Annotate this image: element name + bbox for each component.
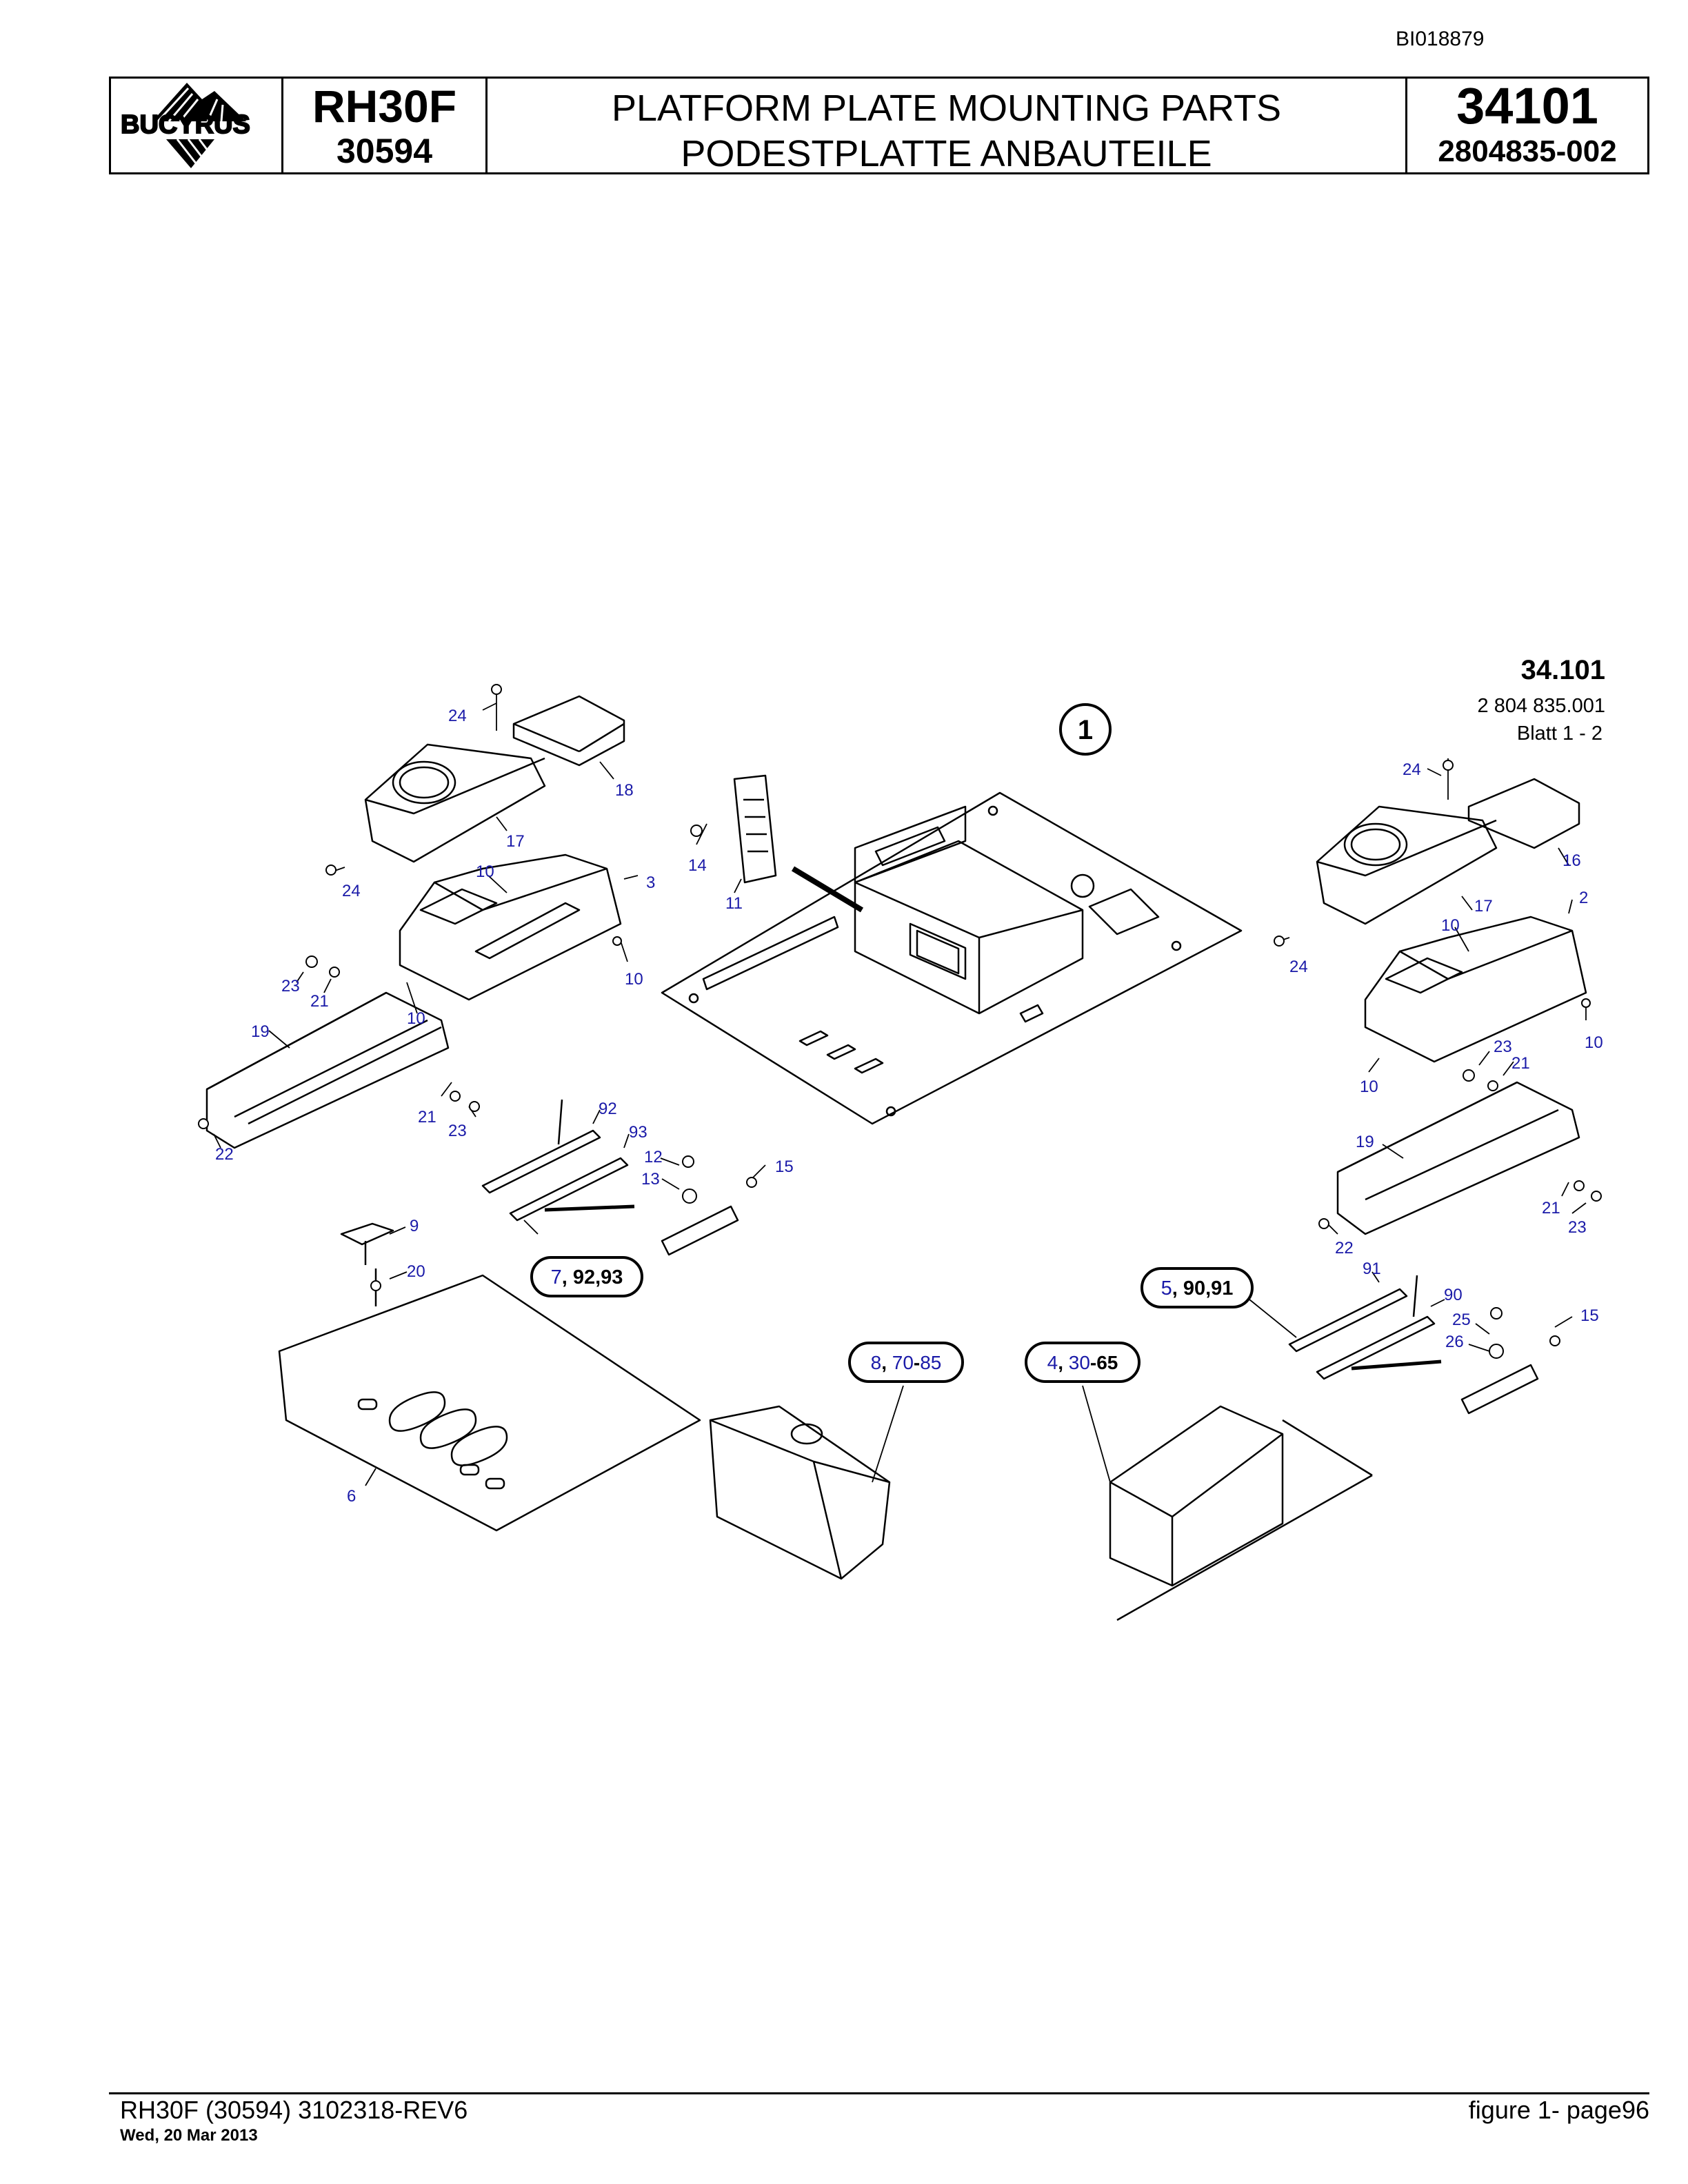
- callout-23: 23: [1568, 1218, 1587, 1237]
- main-item-number: 1: [1078, 715, 1093, 745]
- svg-text:8, 70-85: 8, 70-85: [871, 1352, 942, 1373]
- callout-20: 20: [407, 1262, 425, 1281]
- part-number: 2804835-002: [1438, 134, 1617, 168]
- callout-23: 23: [448, 1122, 467, 1140]
- callout-21: 21: [1542, 1199, 1560, 1217]
- frame-box: [854, 840, 1084, 1015]
- callout-21: 21: [310, 992, 329, 1011]
- callout-18: 18: [615, 781, 634, 800]
- sheet-label: Blatt 1 - 2: [1517, 722, 1602, 745]
- callout-10: 10: [1585, 1033, 1603, 1052]
- platform-plate: [661, 791, 1243, 1125]
- logo-cell: BUCYRUS: [111, 79, 283, 172]
- callout-12: 12: [644, 1148, 663, 1166]
- cover-right: [1316, 805, 1498, 925]
- callout-23: 23: [281, 977, 300, 995]
- sheet-number: 34.101: [1521, 655, 1605, 685]
- svg-text:5, 90,91: 5, 90,91: [1161, 1277, 1234, 1300]
- callout-9: 9: [410, 1217, 419, 1235]
- document-id: BI018879: [1396, 28, 1485, 50]
- callout-15: 15: [775, 1157, 794, 1176]
- footer-doc-reference: RH30F (30594) 3102318-REV6: [120, 2096, 468, 2124]
- callout-93: 93: [629, 1123, 647, 1142]
- callout-23: 23: [1494, 1038, 1512, 1056]
- cover-top-right: [1467, 778, 1580, 849]
- cover-left: [364, 743, 546, 863]
- callout-10: 10: [625, 970, 643, 989]
- floor-plate: [278, 1274, 701, 1532]
- tank: [709, 1405, 891, 1580]
- callout-24: 24: [1289, 958, 1308, 976]
- vent-grille: [733, 774, 777, 884]
- callout-10: 10: [1441, 916, 1460, 935]
- battery-box: [1109, 1405, 1284, 1587]
- callout-11: 11: [725, 894, 743, 913]
- callout-22: 22: [215, 1145, 234, 1164]
- callout-10: 10: [476, 862, 494, 881]
- callout-3: 3: [646, 873, 655, 892]
- model-name: RH30F: [312, 81, 457, 132]
- callout-21: 21: [1511, 1054, 1530, 1073]
- callout-6: 6: [347, 1487, 356, 1506]
- callout-16: 16: [1563, 851, 1581, 870]
- group-label-7: 7, 92,93: [530, 1256, 643, 1297]
- callout-22: 22: [1335, 1239, 1354, 1257]
- callout-24: 24: [1403, 760, 1421, 779]
- title-german: PODESTPLATTE ANBAUTEILE: [681, 133, 1212, 174]
- group-label-4: 4, 30-65: [1025, 1342, 1141, 1383]
- callout-24: 24: [342, 882, 361, 900]
- title-block: BUCYRUS RH30F 30594 PLATFORM PLATE MOUNT…: [109, 77, 1649, 174]
- title-english: PLATFORM PLATE MOUNTING PARTS: [611, 88, 1282, 129]
- callout-2: 2: [1579, 889, 1588, 907]
- callout-92: 92: [599, 1100, 617, 1118]
- footer-date: Wed, 20 Mar 2013: [120, 2126, 258, 2145]
- callout-25: 25: [1452, 1311, 1471, 1329]
- svg-text:4, 30-65: 4, 30-65: [1047, 1352, 1118, 1373]
- callout-19: 19: [1356, 1133, 1374, 1151]
- callout-91: 91: [1363, 1260, 1381, 1278]
- logo-text: BUCYRUS: [120, 110, 251, 140]
- callout-13: 13: [641, 1170, 660, 1189]
- title-cell: PLATFORM PLATE MOUNTING PARTS PODESTPLAT…: [488, 79, 1407, 174]
- callout-17: 17: [1474, 897, 1493, 916]
- footer-divider: [109, 2092, 1649, 2094]
- drawing-number: 2 804 835.001: [1478, 695, 1605, 717]
- callout-14: 14: [688, 856, 707, 875]
- callout-17: 17: [506, 832, 525, 851]
- group-label-8: 8, 70-85: [848, 1342, 964, 1383]
- callout-24: 24: [448, 707, 467, 725]
- footer-page: figure 1- page96: [1468, 2096, 1649, 2124]
- callout-90: 90: [1444, 1286, 1463, 1304]
- group-label-5: 5, 90,91: [1141, 1267, 1254, 1308]
- number-cell: 34101 2804835-002: [1407, 79, 1647, 172]
- bracket-left: [399, 853, 622, 1001]
- clip: [340, 1222, 394, 1246]
- callout-21: 21: [418, 1108, 436, 1126]
- model-cell: RH30F 30594: [283, 79, 488, 172]
- svg-text:7, 92,93: 7, 92,93: [551, 1266, 623, 1288]
- group-number: 34101: [1456, 77, 1598, 134]
- main-item-circle: [1059, 703, 1112, 756]
- callout-10: 10: [407, 1009, 425, 1028]
- callout-15: 15: [1580, 1306, 1599, 1325]
- bucyrus-logo-icon: [152, 83, 246, 168]
- callout-26: 26: [1445, 1333, 1464, 1351]
- cover-top-left: [512, 695, 625, 767]
- callout-10: 10: [1360, 1078, 1378, 1096]
- serial-number: 30594: [336, 132, 433, 170]
- callout-19: 19: [251, 1022, 270, 1041]
